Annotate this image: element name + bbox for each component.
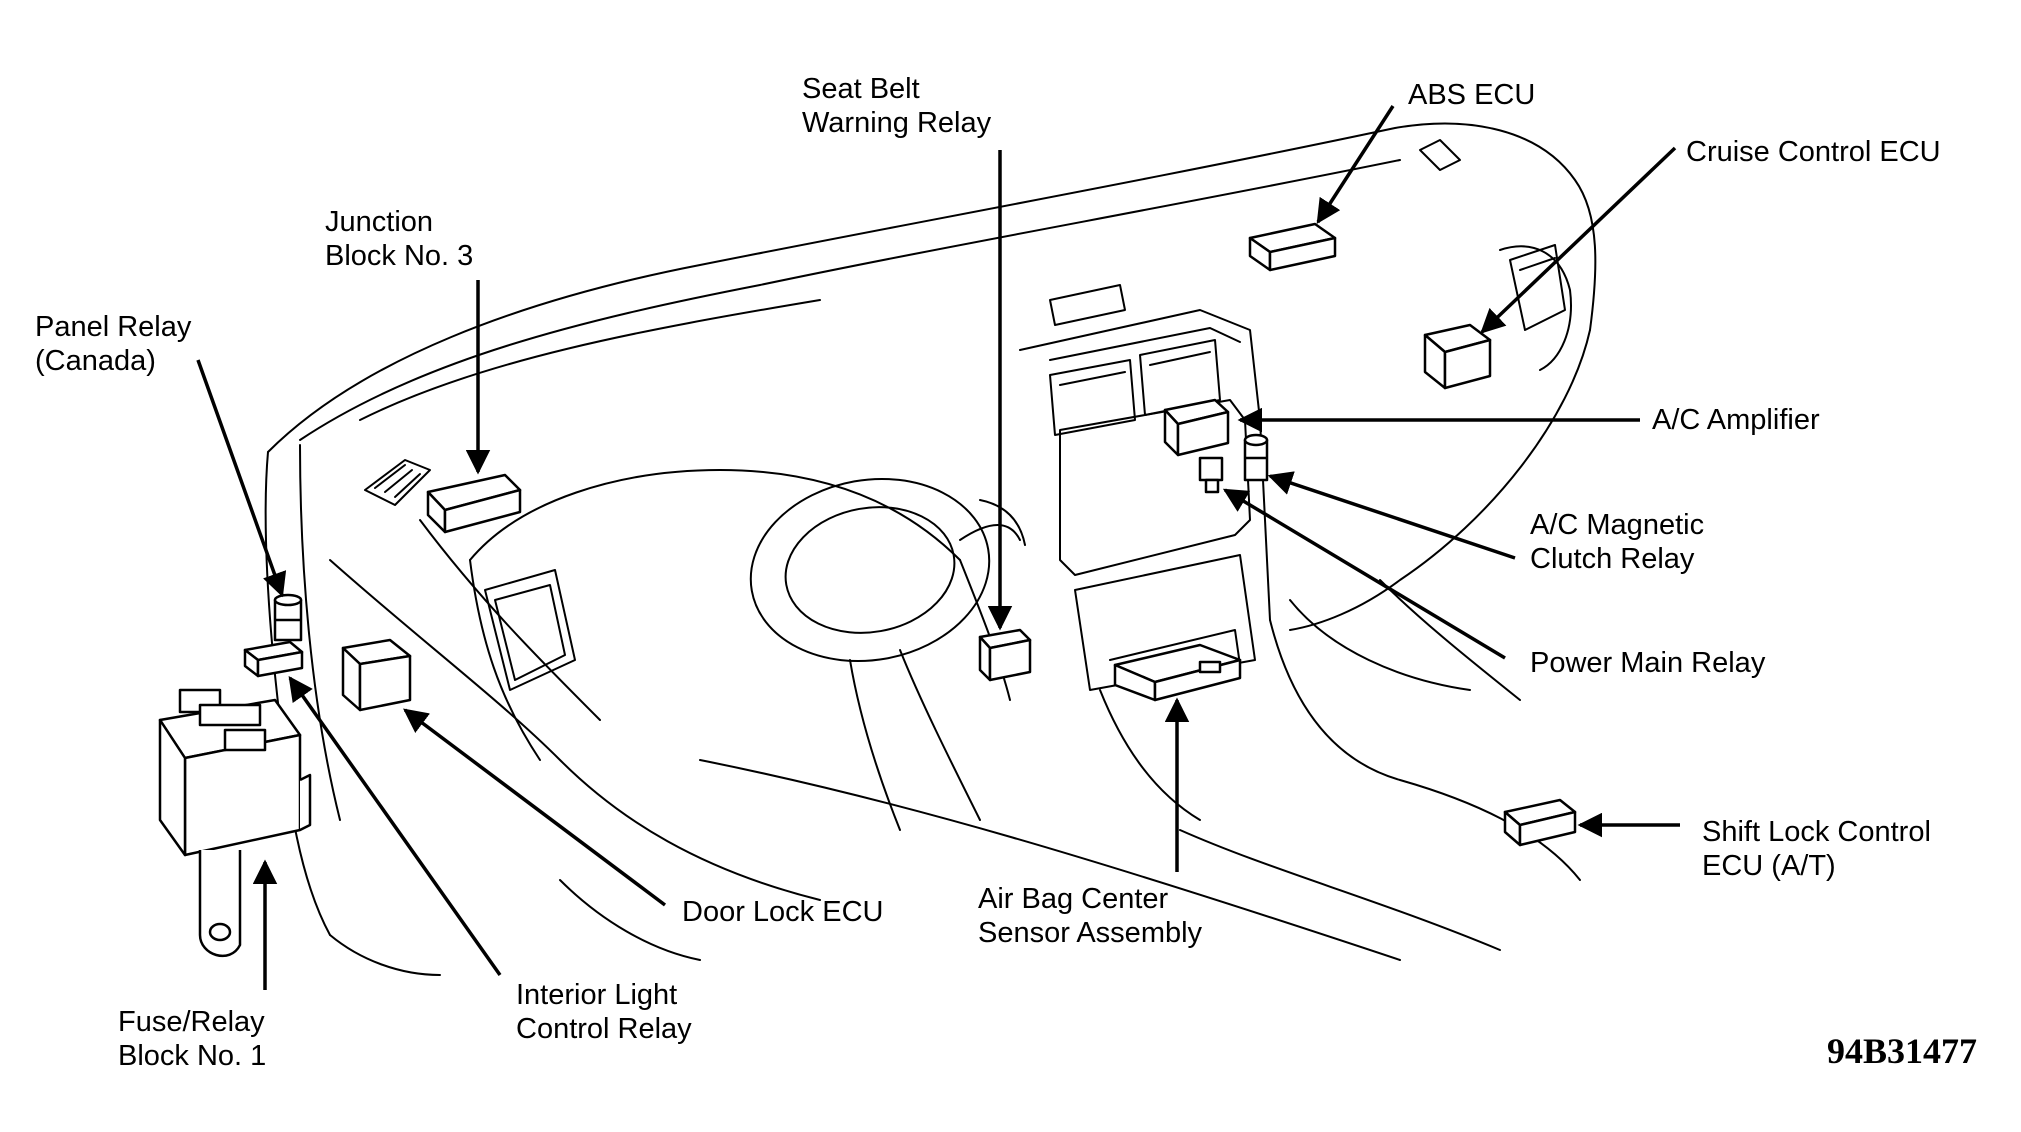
ac-clutch-leader (1267, 471, 1516, 560)
ac-clutch-relay-component (1243, 433, 1269, 482)
panel-relay-component (273, 593, 303, 642)
interior-light-leader (288, 675, 502, 977)
figure-code: 94B31477 (1827, 1031, 1978, 1071)
power-main-relay-component (1198, 456, 1224, 494)
power-main-leader (1222, 488, 1506, 660)
cruise-ecu-component (1423, 323, 1492, 390)
junction-block-component (426, 473, 522, 534)
fuse-relay-block-component (158, 688, 312, 957)
seat-belt-relay-component (978, 628, 1032, 682)
air-bag-label: Air Bag Center Sensor Assembly (978, 883, 1203, 949)
cruise-ecu-label: Cruise Control ECU (1686, 136, 1941, 168)
abs-ecu-leader (1316, 105, 1395, 225)
power-main-label: Power Main Relay (1530, 647, 1766, 679)
leader-lines (196, 105, 1680, 990)
ac-amplifier-component (1163, 398, 1230, 457)
door-lock-ecu-component (341, 638, 412, 712)
dashboard-outline (264, 122, 1597, 976)
cruise-ecu-leader (1480, 146, 1677, 334)
junction-block-label: Junction Block No. 3 (325, 206, 474, 272)
abs-ecu-component (1248, 222, 1337, 272)
fuse-relay-label: Fuse/Relay Block No. 1 (118, 1006, 267, 1072)
interior-light-relay-component (243, 640, 304, 678)
panel-relay-label: Panel Relay (Canada) (35, 311, 192, 377)
door-lock-leader (403, 708, 667, 907)
shift-lock-label: Shift Lock Control ECU (A/T) (1702, 816, 1931, 882)
door-lock-label: Door Lock ECU (682, 896, 884, 928)
air-bag-sensor-component (1113, 643, 1242, 702)
ac-amplifier-label: A/C Amplifier (1652, 404, 1820, 436)
ac-clutch-label: A/C Magnetic Clutch Relay (1530, 509, 1705, 575)
abs-ecu-label: ABS ECU (1408, 79, 1536, 111)
shift-lock-ecu-component (1503, 798, 1577, 847)
interior-light-label: Interior Light Control Relay (516, 979, 692, 1045)
seat-belt-label: Seat Belt Warning Relay (802, 73, 992, 139)
panel-relay-leader (196, 359, 287, 598)
